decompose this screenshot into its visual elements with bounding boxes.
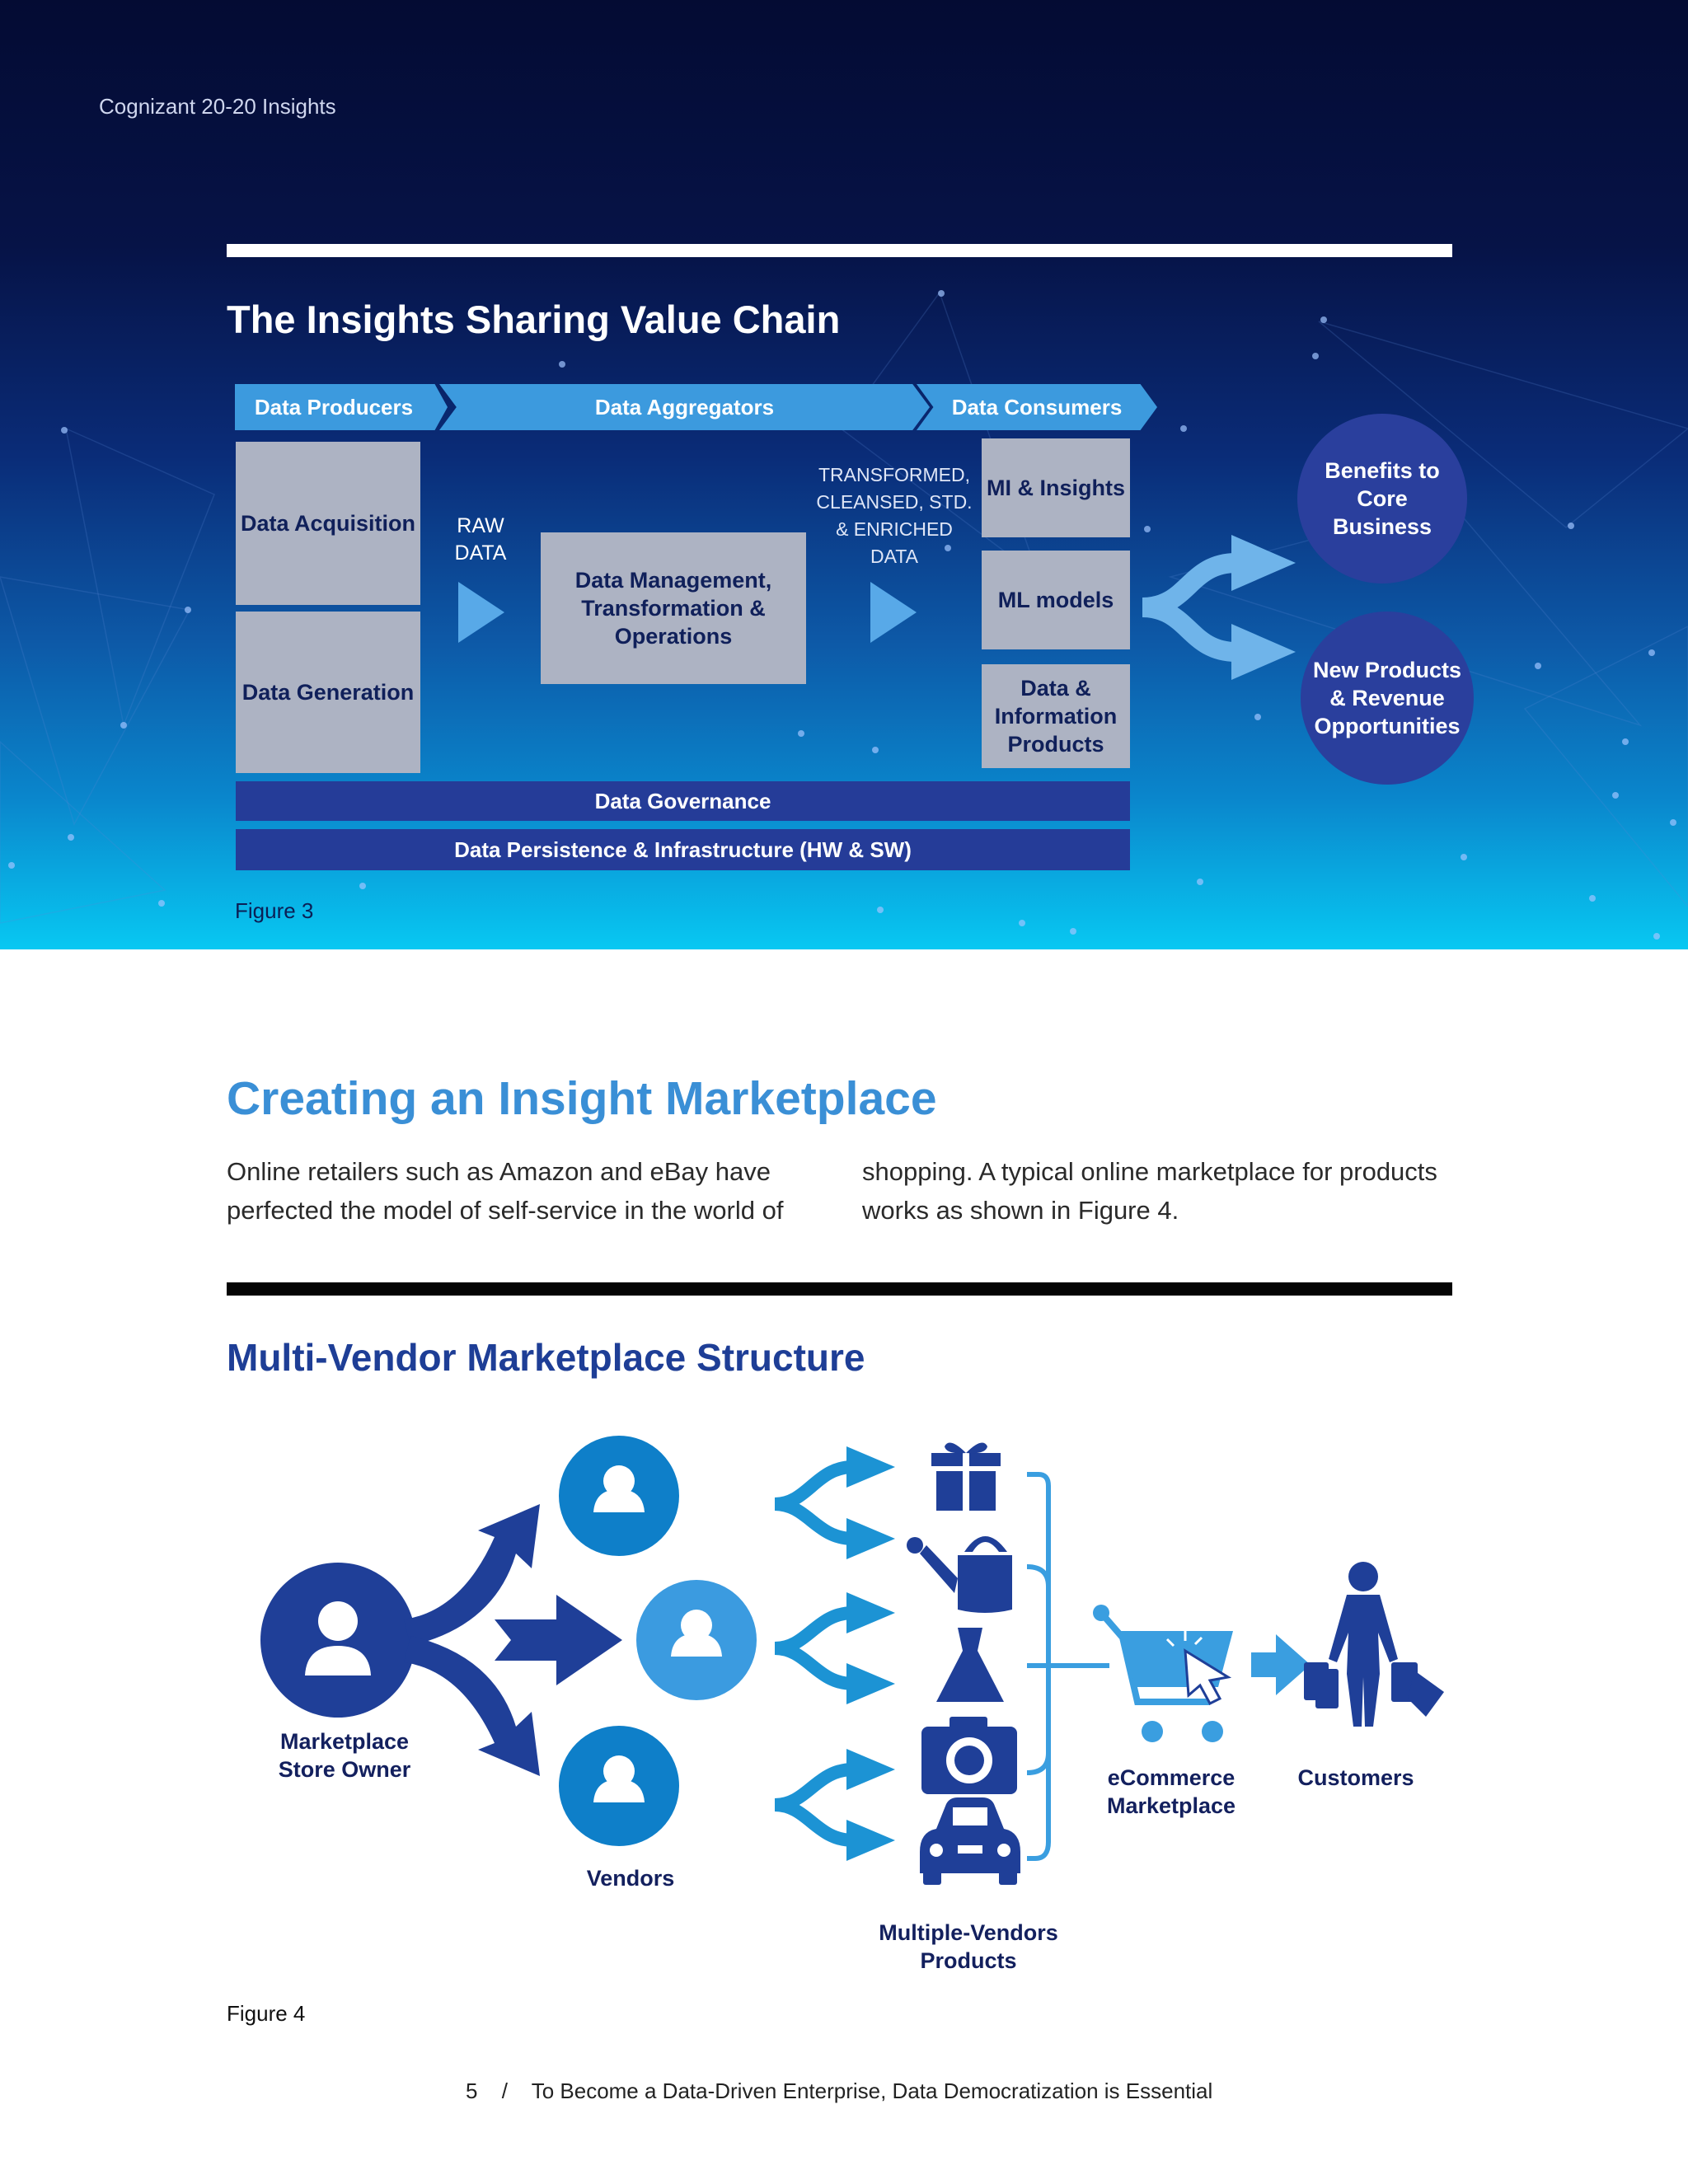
shopping-cart-icon (1093, 1605, 1233, 1742)
figure-3-top-rule (227, 244, 1452, 257)
camera-icon (921, 1717, 1017, 1794)
page-number: 5 (466, 2079, 478, 2103)
outcome-new-products-revenue: New Products & Revenue Opportunities (1301, 612, 1474, 785)
body-column-2: shopping. A typical online marketplace f… (862, 1157, 1437, 1225)
box-data-acquisition: Data Acquisition (236, 442, 420, 605)
body-column-1: Online retailers such as Amazon and eBay… (227, 1157, 784, 1225)
label-vendors: Vendors (586, 1866, 675, 1891)
box-data-management: Data Management, Transformation & Operat… (541, 532, 806, 684)
label-multiple-vendors-products: Multiple-Vendors Products (879, 1920, 1058, 1973)
arrow-right-icon (458, 582, 504, 643)
stage-data-aggregators: Data Aggregators (439, 384, 930, 430)
section-title: Creating an Insight Marketplace (227, 1072, 937, 1125)
car-icon (920, 1797, 1020, 1885)
label-store-owner: Marketplace Store Owner (278, 1729, 411, 1782)
arrow-right-icon (1251, 1634, 1311, 1695)
figure-3-caption: Figure 3 (235, 898, 314, 923)
footer-title: To Become a Data-Driven Enterprise, Data… (531, 2079, 1213, 2103)
product-split-arrows-icon (774, 1460, 854, 1847)
bracket-lines (1026, 1472, 1109, 1861)
outcome-benefits-core-business: Benefits to Core Business (1297, 414, 1467, 583)
dress-icon (936, 1628, 1004, 1702)
vendor-icon-1 (559, 1436, 679, 1556)
store-owner-icon (260, 1563, 415, 1718)
stage-label: Data Aggregators (594, 394, 775, 419)
publication-header: Cognizant 20-20 Insights (99, 94, 336, 119)
split-arrow-icon (1142, 535, 1296, 680)
label-ecommerce-marketplace: eCommerce Marketplace (1106, 1765, 1236, 1818)
watering-can-icon (907, 1536, 1012, 1613)
box-ml-models: ML models (982, 551, 1130, 649)
transformed-data-label: TRANSFORMED, CLEANSED, STD. & ENRICHED D… (816, 464, 973, 567)
box-data-information-products: Data & Information Products (982, 664, 1130, 768)
box-data-generation: Data Generation (236, 612, 420, 773)
vendor-icon-3 (559, 1726, 679, 1846)
arrow-right-icon (870, 582, 917, 643)
band-data-governance: Data Governance (236, 781, 1130, 821)
shopper-icon (1304, 1562, 1444, 1727)
band-data-persistence: Data Persistence & Infrastructure (HW & … (236, 829, 1130, 870)
footer-separator: / (501, 2079, 508, 2103)
figure-4-top-rule (227, 1282, 1452, 1296)
page-footer: 5 / To Become a Data-Driven Enterprise, … (466, 2079, 1212, 2104)
raw-data-label: RAW DATA (454, 514, 507, 565)
stage-data-producers: Data Producers (235, 384, 448, 430)
stage-data-consumers: Data Consumers (917, 384, 1157, 430)
stage-label: Data Consumers (951, 394, 1123, 419)
label-customers: Customers (1297, 1765, 1414, 1790)
distribution-arrows-icon (404, 1504, 622, 1776)
figure-4-caption: Figure 4 (227, 2001, 306, 2026)
stage-label: Data Producers (254, 394, 414, 419)
gift-icon (931, 1442, 1001, 1511)
marketplace-diagram (260, 1436, 1444, 1885)
box-mi-insights: MI & Insights (982, 438, 1130, 537)
vendor-icon-2 (636, 1580, 757, 1700)
figure-3-title: The Insights Sharing Value Chain (227, 298, 841, 341)
figure-4-title: Multi-Vendor Marketplace Structure (227, 1336, 865, 1379)
